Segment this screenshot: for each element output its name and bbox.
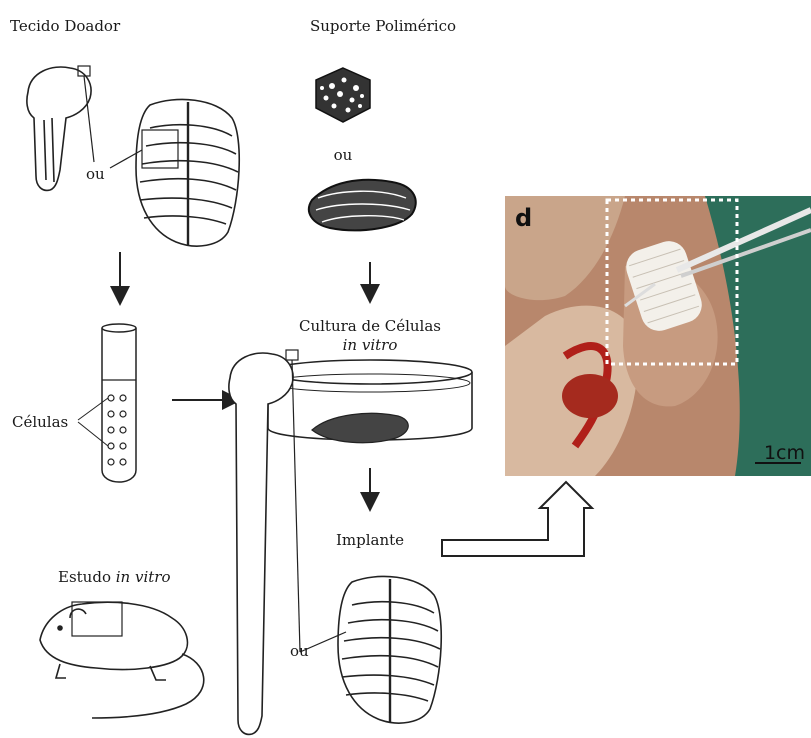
outline-arrow-to-photo xyxy=(442,482,592,556)
label-study-prefix: Estudo xyxy=(58,568,116,586)
label-or-scaffold: ou xyxy=(334,146,353,164)
label-or-bottom: ou xyxy=(290,642,309,660)
rat-illustration xyxy=(40,602,204,718)
scale-bar-label: 1cm xyxy=(764,442,805,464)
fiber-mesh-scaffold xyxy=(309,180,416,231)
petri-dish-culture xyxy=(268,360,472,443)
porous-scaffold-block xyxy=(316,68,370,122)
label-polymer-support: Suporte Polimérico xyxy=(310,17,456,35)
label-culture-line1: Cultura de Células xyxy=(299,317,441,335)
label-donor-tissue: Tecido Doador xyxy=(10,17,120,35)
test-tube-cells xyxy=(78,324,136,482)
surgical-photo-panel: d 1cm xyxy=(505,196,811,476)
label-cells: Células xyxy=(12,413,68,431)
label-implant: Implante xyxy=(336,531,404,549)
surgical-photo-image xyxy=(505,196,811,476)
label-culture-line2: in vitro xyxy=(343,336,398,354)
label-study-italic: in vitro xyxy=(116,568,171,586)
photo-panel-letter: d xyxy=(515,204,532,232)
femur-illustration-top xyxy=(27,66,94,190)
ribcage-illustration-top xyxy=(110,99,239,246)
label-in-vitro-study: Estudo in vitro xyxy=(58,568,170,586)
label-or-top: ou xyxy=(86,165,105,183)
